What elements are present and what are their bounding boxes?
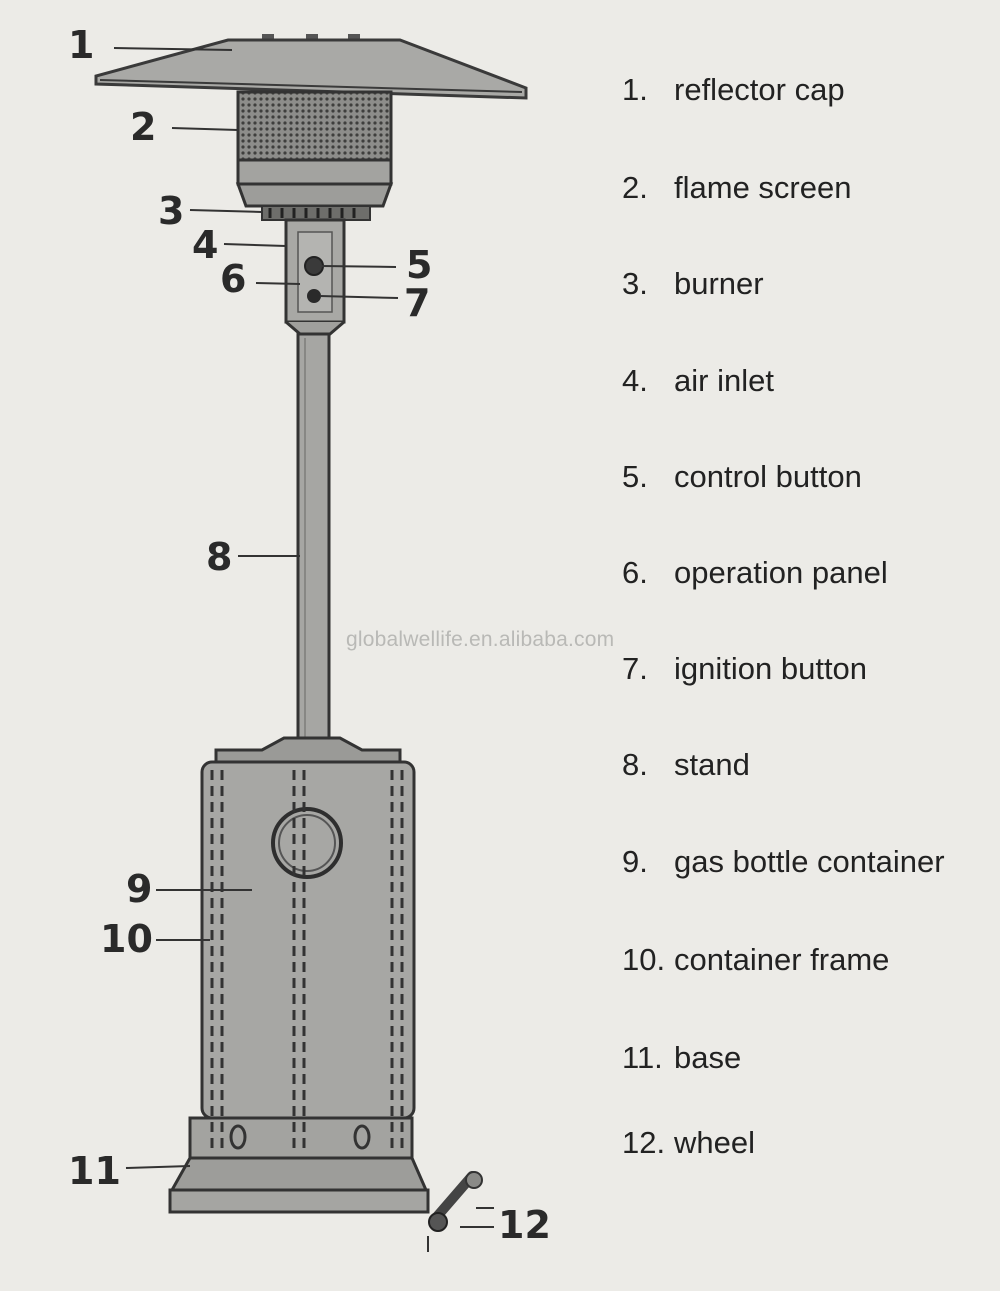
legend-number: 11. xyxy=(622,1040,663,1075)
callout-11: 11 xyxy=(68,1149,121,1193)
callout-8: 8 xyxy=(206,535,233,579)
legend-label: reflector cap xyxy=(674,72,845,107)
legend-label: control button xyxy=(674,459,862,494)
base xyxy=(168,1156,430,1214)
wheel xyxy=(427,1171,483,1252)
legend-number: 6. xyxy=(622,555,648,590)
callout-5: 5 xyxy=(406,243,433,287)
legend-item: 7. ignition button xyxy=(622,653,867,684)
legend-item: 8. stand xyxy=(622,749,750,780)
legend-item: 4. air inlet xyxy=(622,365,774,396)
legend-item: 5. control button xyxy=(622,461,862,492)
callout-6: 6 xyxy=(220,257,247,301)
legend-label: gas bottle container xyxy=(674,844,945,879)
reflector-cap xyxy=(94,34,528,100)
legend-number: 12. xyxy=(622,1125,666,1160)
legend-number: 7. xyxy=(622,651,648,686)
legend-label: flame screen xyxy=(674,170,852,205)
legend-item: 9. gas bottle container xyxy=(622,846,945,877)
legend-number: 2. xyxy=(622,170,648,205)
legend-item: 3. burner xyxy=(622,268,764,299)
legend-label: operation panel xyxy=(674,555,888,590)
callout-10: 10 xyxy=(100,917,153,961)
legend-number: 4. xyxy=(622,363,648,398)
legend-item: 11. base xyxy=(622,1042,741,1073)
legend-item: 1. reflector cap xyxy=(622,74,845,105)
legend-label: ignition button xyxy=(674,651,868,686)
callout-3: 3 xyxy=(158,189,185,233)
legend-label: container frame xyxy=(674,942,890,977)
legend-label: stand xyxy=(674,747,750,782)
callout-4: 4 xyxy=(192,223,219,267)
watermark: globalwellife.en.alibaba.com xyxy=(346,628,615,651)
legend-label: air inlet xyxy=(674,363,774,398)
ignition-button xyxy=(307,289,321,303)
legend-label: burner xyxy=(674,266,764,301)
callout-7: 7 xyxy=(404,281,431,325)
operation-panel xyxy=(284,218,346,336)
control-button xyxy=(304,256,324,276)
callout-12: 12 xyxy=(498,1203,551,1247)
callout-9: 9 xyxy=(126,867,153,911)
legend-label: base xyxy=(674,1040,742,1075)
callout-1: 1 xyxy=(68,23,95,67)
legend-label: wheel xyxy=(674,1125,755,1160)
legend-number: 1. xyxy=(622,72,648,107)
callout-2: 2 xyxy=(130,105,157,149)
legend-item: 10.container frame xyxy=(622,944,889,975)
burner xyxy=(261,205,371,221)
legend-number: 3. xyxy=(622,266,648,301)
legend-item: 6. operation panel xyxy=(622,557,888,588)
stand xyxy=(296,332,331,746)
gas-bottle-container xyxy=(188,736,416,1160)
leader-lines xyxy=(113,47,494,1228)
legend-item: 2. flame screen xyxy=(622,172,851,203)
flame-screen xyxy=(235,90,394,208)
legend-number: 5. xyxy=(622,459,648,494)
legend-number: 9. xyxy=(622,844,648,879)
legend-number: 10. xyxy=(622,942,666,977)
legend-item: 12.wheel xyxy=(622,1127,755,1158)
legend-number: 8. xyxy=(622,747,648,782)
